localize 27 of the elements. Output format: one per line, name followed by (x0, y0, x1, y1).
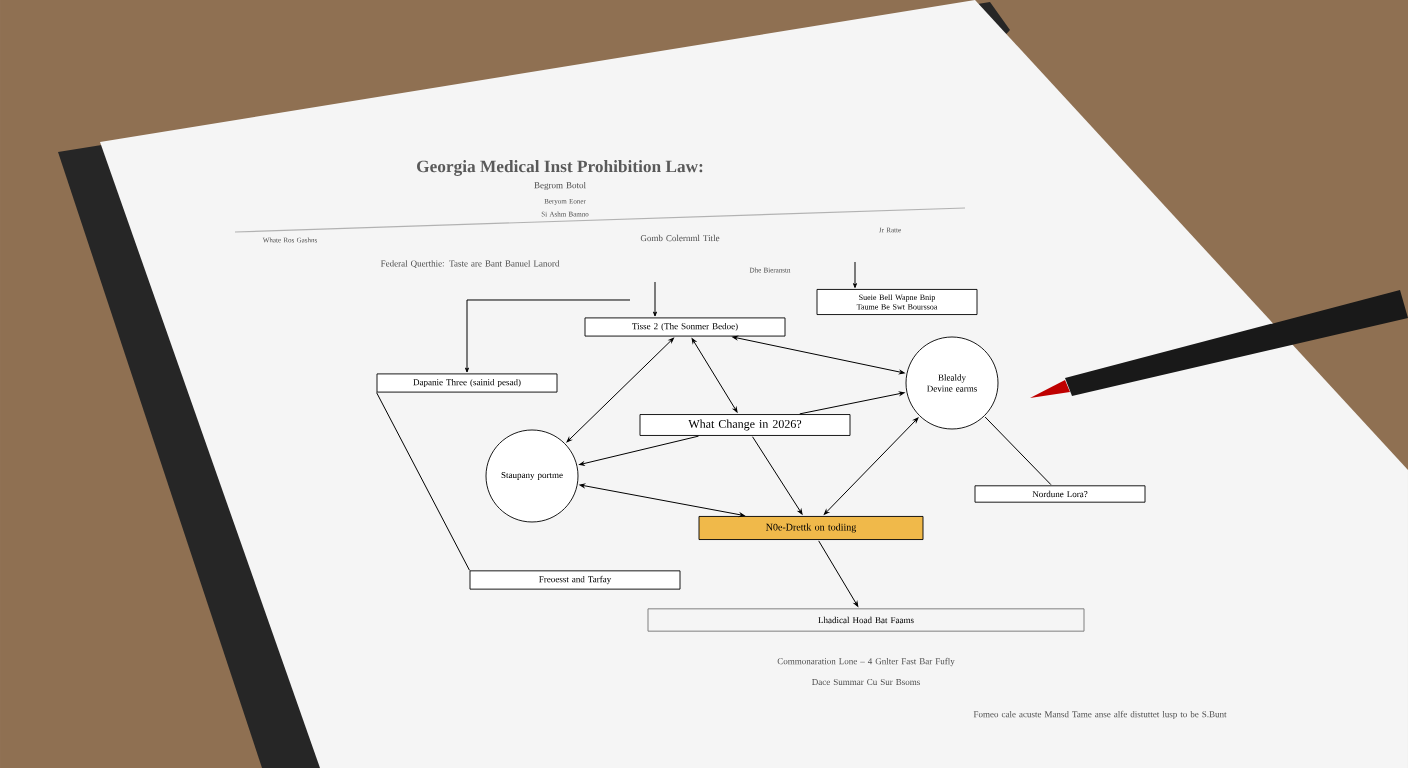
note-text: Begrom Botol (534, 181, 586, 191)
note-text: Dace Summar Cu Sur Bsoms (812, 678, 920, 685)
note-text: Federal Querthie: Taste are Bant Banuel Lanord (380, 260, 560, 268)
arrow (579, 435, 699, 466)
arrow (818, 540, 859, 607)
process-box: Dapanie Three (sainid pesad) (376, 373, 558, 393)
arrow (752, 436, 803, 515)
arrow (691, 338, 738, 413)
process-box: Tisse 2 (The Sonmer Bedoe) (584, 317, 786, 337)
arrow (732, 335, 905, 375)
title: Georgia Medical Inst Prohibition Law: (417, 160, 703, 176)
process-box: Sueie Bell Wapne Bnip Taume Be Swt Bourssoa (816, 289, 978, 315)
highlighted-box: N0e-Drettk on todiing (698, 516, 924, 540)
arrow (566, 337, 674, 443)
arrow (799, 391, 905, 415)
arrow (465, 299, 631, 373)
arrow (823, 417, 919, 515)
arrow (579, 483, 745, 517)
process-box: What Change in 2026? (639, 414, 851, 436)
note-text: Fomeo cale acuste Mansd Tame anse alfe distuttet lusp to be S.Bunt (973, 710, 1227, 720)
process-box: Freoesst and Tarfay (469, 570, 681, 590)
process-box: Lhadical Hoad Bat Faams (647, 608, 1085, 632)
note-text: Commonaration Lone – 4 Gnlter Fast Bar Fufly (777, 657, 955, 667)
arrow (653, 281, 657, 317)
process-box: Nordune Lora? (974, 485, 1146, 503)
arrow (853, 261, 857, 289)
note-text: Gomb Colernml Title (640, 234, 720, 242)
